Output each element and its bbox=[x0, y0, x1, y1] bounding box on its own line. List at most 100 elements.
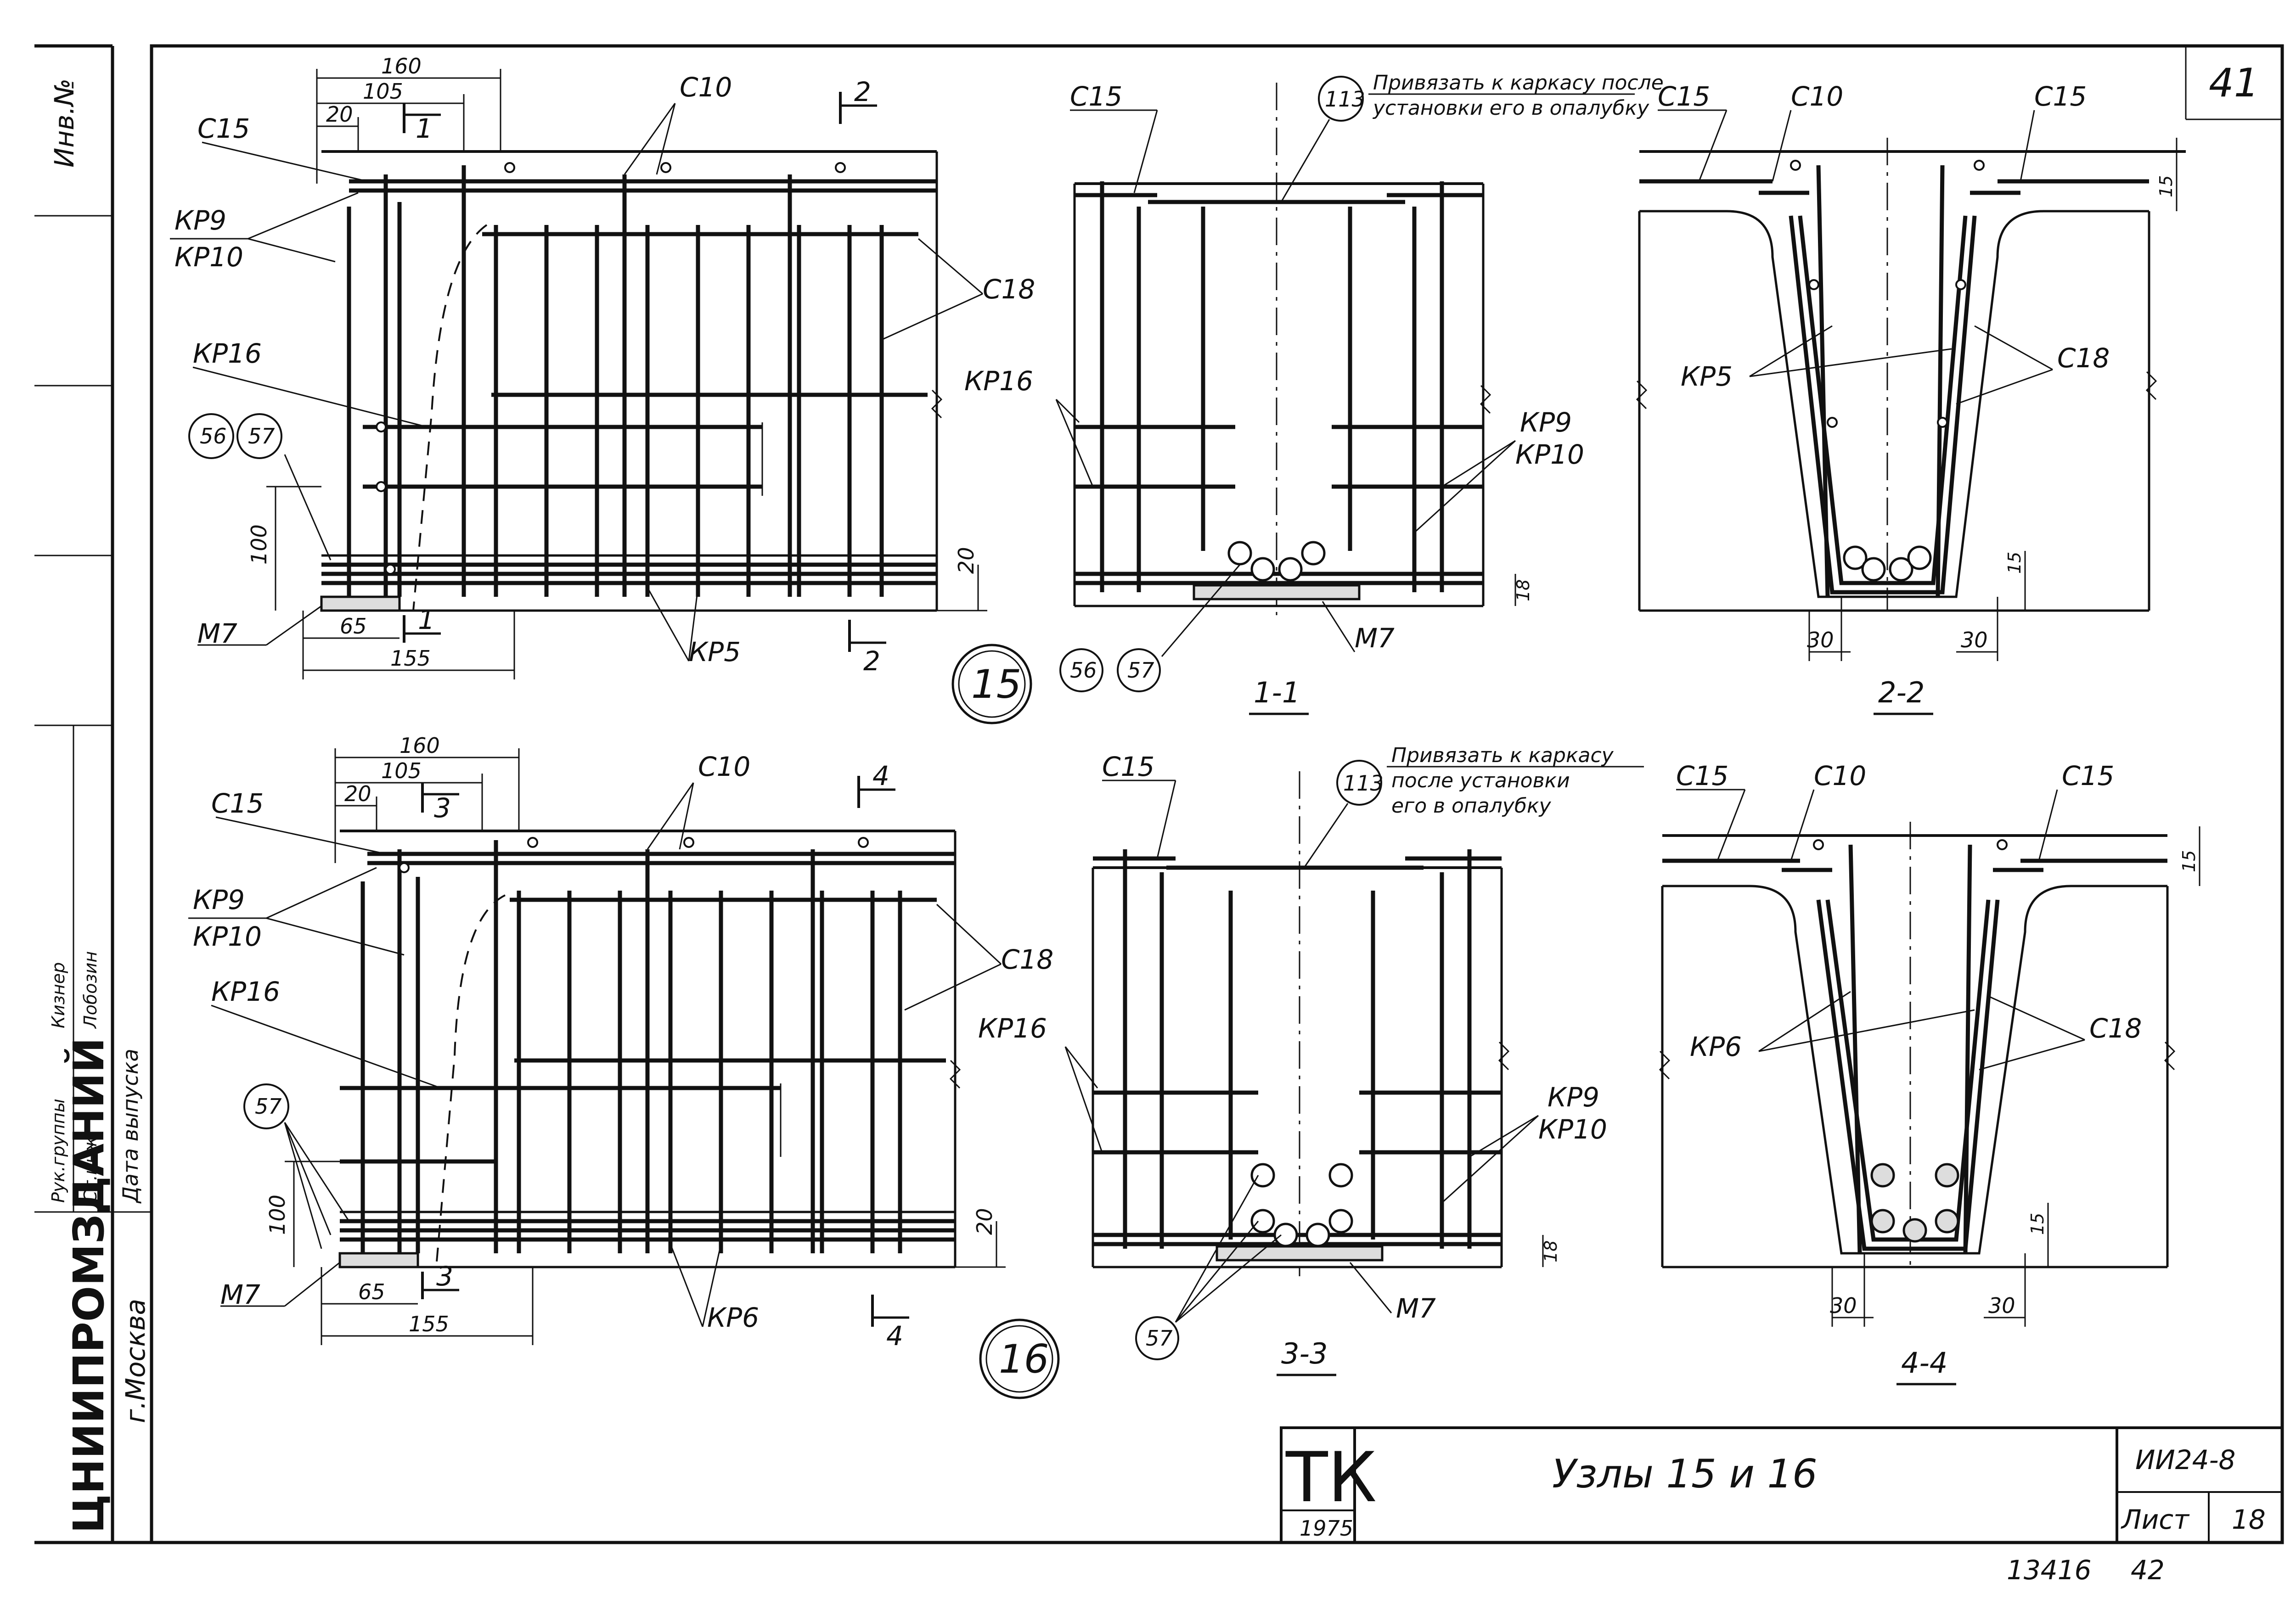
n16-dim-155: 155 bbox=[409, 1312, 449, 1336]
s22-dim-30b: 30 bbox=[1961, 628, 1988, 652]
section-1-1-title: 1-1 bbox=[1254, 676, 1300, 709]
n16-cut-4-bottom: 4 bbox=[886, 1320, 903, 1352]
n16-label-c10: С10 bbox=[698, 751, 750, 782]
node-16-elevation-dims: 160 105 20 100 65 155 20 bbox=[265, 733, 1006, 1345]
engineer-label: Ст.инж. bbox=[80, 1131, 101, 1203]
node-16-number: 16 bbox=[999, 1336, 1049, 1382]
stamp-year: 1975 bbox=[1300, 1516, 1353, 1541]
drawing-title: Узлы 15 и 16 bbox=[1552, 1451, 1818, 1497]
n16-cut-3-bottom: 3 bbox=[436, 1261, 453, 1292]
series-code: ИИ24-8 bbox=[2135, 1444, 2235, 1475]
s11-label-c15: С15 bbox=[1070, 81, 1122, 112]
s33-label-c15: С15 bbox=[1102, 751, 1154, 782]
s33-pos-113: 113 bbox=[1343, 771, 1384, 796]
n15-cut-2-bottom: 2 bbox=[863, 645, 880, 677]
s44-label-c15b: С15 bbox=[2062, 760, 2114, 791]
s11-label-kr9: КР9 bbox=[1520, 407, 1572, 438]
s44-dim-30b: 30 bbox=[1988, 1293, 2015, 1318]
n15-label-c18: С18 bbox=[983, 274, 1035, 305]
s22-label-c10: С10 bbox=[1791, 81, 1843, 112]
n15-dim-65: 65 bbox=[340, 614, 367, 639]
s44-dim-15a: 15 bbox=[2179, 850, 2199, 872]
s33-dim-18: 18 bbox=[1541, 1240, 1561, 1262]
engineer-name: Лобозин bbox=[80, 951, 101, 1029]
section-4-4: С15 С10 С15 КР6 С18 15 15 30 30 4-4 bbox=[1659, 760, 2200, 1386]
head-name: Кизнер bbox=[48, 962, 68, 1028]
n15-dim-100: 100 bbox=[247, 524, 271, 565]
node-15-cut-markers: 1 1 2 2 bbox=[403, 76, 886, 677]
title-block: ТК 1975 Узлы 15 и 16 ИИ24-8 Лист 18 1341… bbox=[1280, 1426, 2284, 1586]
node-16-badge: 16 bbox=[979, 1318, 1060, 1399]
n15-pos-56: 56 bbox=[200, 424, 227, 449]
n16-dim-160: 160 bbox=[400, 733, 440, 758]
s11-pos-57: 57 bbox=[1127, 658, 1154, 683]
n16-dim-20: 20 bbox=[344, 781, 371, 806]
s22-dim-15a: 15 bbox=[2156, 175, 2176, 197]
n16-label-c15: С15 bbox=[211, 788, 264, 819]
n15-label-c15: С15 bbox=[197, 113, 250, 144]
n16-label-kr9: КР9 bbox=[193, 884, 245, 915]
n16-pos-57: 57 bbox=[255, 1094, 282, 1119]
node-15-elevation: 160 105 20 100 65 155 20 1 1 2 bbox=[170, 54, 1035, 679]
n15-label-kr16: КР16 bbox=[193, 338, 262, 369]
n15-cut-1-top: 1 bbox=[416, 113, 433, 144]
section-2-2: С15 С10 С15 КР5 С18 15 15 30 30 2-2 bbox=[1636, 81, 2186, 715]
node-15-stirrups bbox=[347, 165, 884, 597]
s22-label-kr5: КР5 bbox=[1681, 361, 1733, 392]
n15-label-c10: С10 bbox=[680, 72, 732, 103]
s11-label-kr16: КР16 bbox=[964, 365, 1033, 397]
n15-pos-57: 57 bbox=[248, 424, 275, 449]
n16-dim-65: 65 bbox=[358, 1279, 385, 1304]
s33-note-line3: его в опалубку bbox=[1391, 794, 1552, 818]
n15-label-kr9: КР9 bbox=[174, 205, 226, 236]
section-1-1: С15 113 Привязать к каркасу после устано… bbox=[964, 71, 1664, 715]
n15-label-kr10: КР10 bbox=[174, 241, 243, 273]
page-number: 42 bbox=[2131, 1554, 2165, 1586]
node-15-elevation-labels: С15 С10 КР9 КР10 С18 КР16 КР5 М7 56 57 bbox=[170, 72, 1035, 668]
node-15-badge: 15 bbox=[951, 644, 1032, 724]
head-label: Рук.группы bbox=[48, 1099, 68, 1203]
sheet-label: Лист bbox=[2121, 1504, 2190, 1535]
archive-number: 13416 bbox=[2007, 1554, 2092, 1586]
organization-name: ЦНИИПРОМЗДАНИЙ bbox=[64, 1038, 113, 1533]
node-15-elevation-dims: 160 105 20 100 65 155 20 bbox=[247, 54, 987, 679]
s11-label-m7: М7 bbox=[1355, 623, 1395, 654]
side-strip: Инв.№ Рук.группы Ст.инж. Кизнер Лобозин … bbox=[34, 79, 152, 1543]
s22-label-c15a: С15 bbox=[1658, 81, 1710, 112]
section-2-2-title: 2-2 bbox=[1878, 676, 1925, 709]
s22-label-c15b: С15 bbox=[2034, 81, 2087, 112]
n15-dim-105: 105 bbox=[363, 79, 403, 104]
node-16-elevation: 160 105 20 100 65 155 20 3 3 4 bbox=[188, 733, 1053, 1352]
s22-dim-15b: 15 bbox=[2004, 552, 2025, 574]
s33-note-line1: Привязать к каркасу bbox=[1391, 744, 1614, 767]
s11-pos-113: 113 bbox=[1325, 87, 1365, 112]
section-3-3-title: 3-3 bbox=[1281, 1337, 1328, 1370]
n16-dim-100: 100 bbox=[265, 1195, 290, 1235]
node-16-elevation-labels: С15 С10 КР9 КР10 С18 КР16 КР6 М7 57 bbox=[188, 751, 1053, 1333]
n16-cut-4-top: 4 bbox=[872, 760, 889, 791]
n16-label-kr6: КР6 bbox=[707, 1302, 759, 1333]
n16-dim-105: 105 bbox=[381, 758, 422, 783]
s44-label-c18: С18 bbox=[2089, 1013, 2142, 1044]
s44-dim-30a: 30 bbox=[1830, 1293, 1857, 1318]
section-4-4-title: 4-4 bbox=[1901, 1346, 1947, 1380]
sheet-value: 18 bbox=[2232, 1504, 2266, 1535]
s33-label-kr16: КР16 bbox=[978, 1013, 1047, 1044]
n16-dim-20-right: 20 bbox=[972, 1208, 997, 1235]
node-16-stirrups bbox=[360, 840, 902, 1253]
n15-label-m7: М7 bbox=[197, 618, 237, 649]
s33-note-line2: после установки bbox=[1391, 769, 1570, 792]
n16-cut-3-top: 3 bbox=[434, 792, 451, 824]
n15-cut-2-top: 2 bbox=[854, 76, 871, 107]
s44-dim-15b: 15 bbox=[2027, 1213, 2048, 1235]
s11-pos-56: 56 bbox=[1070, 658, 1097, 683]
s44-label-c15a: С15 bbox=[1676, 760, 1728, 791]
tk-logo: ТК bbox=[1285, 1438, 1377, 1518]
node-16-cut-markers: 3 3 4 4 bbox=[421, 760, 909, 1352]
s44-label-kr6: КР6 bbox=[1690, 1031, 1742, 1062]
n16-label-m7: М7 bbox=[220, 1279, 260, 1310]
section-3-3: С15 113 Привязать к каркасу после устано… bbox=[978, 744, 1644, 1376]
s33-label-m7: М7 bbox=[1396, 1293, 1436, 1324]
